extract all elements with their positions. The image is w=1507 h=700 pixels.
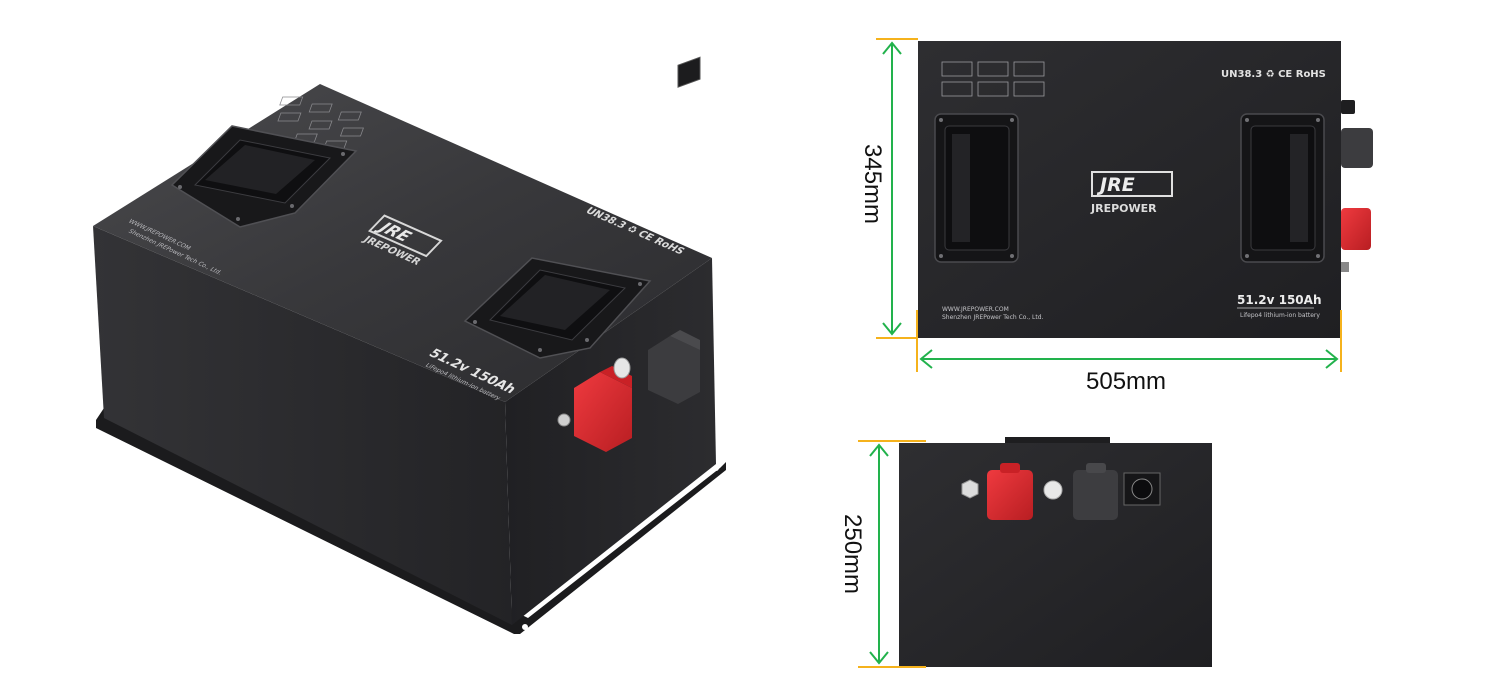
top-view-chemistry: Lifepo4 lithium-ion battery [1240,312,1320,319]
front-view-indicator [1043,480,1063,500]
top-view-website: WWW.JREPOWER.COM [942,306,1009,313]
top-view-handle-right [1240,113,1325,263]
top-view-company: Shenzhen JREPower Tech Co., Ltd. [942,314,1044,321]
vent-cap [557,413,571,427]
indicator-light [613,357,631,379]
svg-text:JREPOWER: JREPOWER [1090,202,1157,215]
depth-label: 250mm [839,514,866,595]
positive-terminal-cover [574,372,632,452]
front-view-case [899,443,1212,667]
dimension-height [876,38,918,339]
front-view-negative-cover [1073,470,1118,520]
top-view-battery: JRE JREPOWER UN38.3 ♻ CE RoHS WWW.JREPOW… [918,41,1373,338]
top-view-rating: 51.2v 150Ah [1237,293,1322,307]
front-view-battery [899,437,1212,667]
top-handle-left [170,125,358,228]
top-view-handle-left [934,113,1019,263]
height-label: 345mm [859,144,886,225]
top-handle-right [463,257,652,359]
dimension-depth [858,440,926,668]
top-view-positive-terminal [1341,208,1371,250]
front-view-positive-cover [987,470,1033,520]
dimension-width [916,310,1342,372]
battery-front-face [93,226,512,625]
top-view-feature-icons [941,61,1045,97]
top-view-brand-logo: JRE JREPOWER [1090,171,1173,215]
svg-text:JRE: JRE [1096,174,1135,196]
terminals [557,56,701,452]
communication-port [677,56,701,88]
front-view-vent [961,479,979,499]
width-label: 505mm [1086,368,1167,395]
top-view-cert-marks: UN38.3 ♻ CE RoHS [1221,69,1326,80]
negative-terminal-cover [648,336,700,404]
perspective-battery: JRE JREPOWER UN38.3 ♻ CE RoHS WWW.JREPOW… [93,56,726,634]
